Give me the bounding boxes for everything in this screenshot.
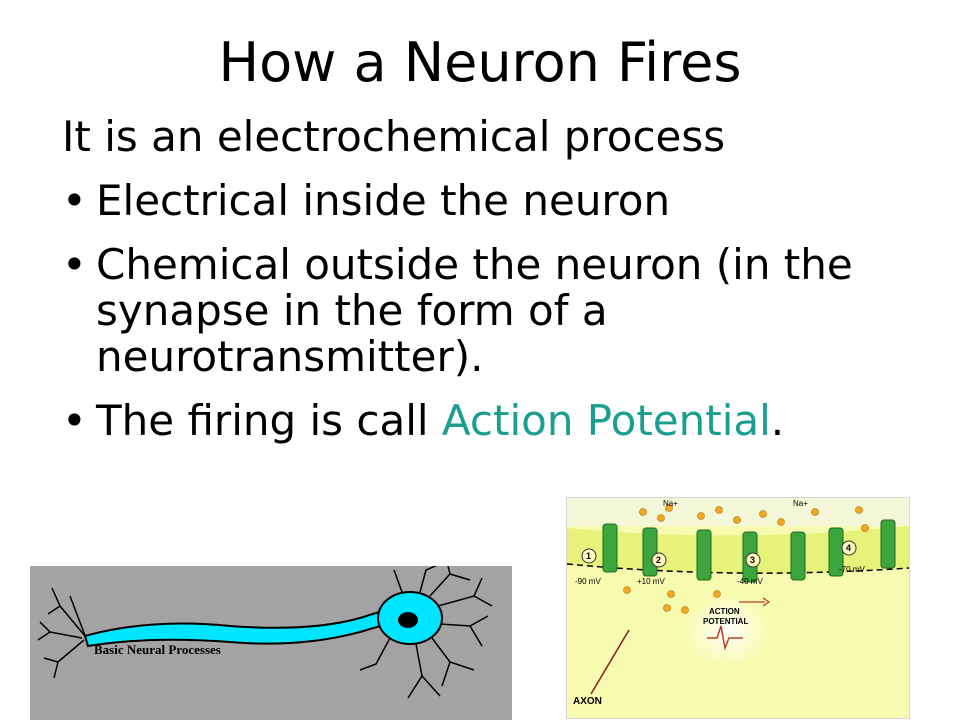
bullet-dot: • [62,240,87,289]
svg-text:Na+: Na+ [793,499,808,508]
neuron-figure: Basic Neural Processes [30,566,512,720]
bullet-list: • Electrical inside the neuron • Chemica… [62,178,922,462]
bullet-item: • Electrical inside the neuron [62,178,922,224]
bullet-dot: • [62,396,87,445]
axon-label: AXON [573,696,602,707]
bullet-item: • The firing is call Action Potential. [62,398,922,444]
bullet-text: Electrical inside the neuron [96,176,671,225]
right-dendrites [359,566,493,699]
slide-subtitle: It is an electrochemical process [62,112,726,161]
bullet-text: Chemical outside the neuron (in the syna… [96,240,853,381]
bullet-dot: • [62,176,87,225]
nucleus-shape [398,612,418,628]
action-potential-label: ACTION POTENTIAL [703,607,748,626]
svg-text:1: 1 [586,551,591,561]
action-potential-figure: 1 2 3 4 Na+ Na+ -90 mV +10 mV -40 mV -70… [566,497,910,719]
voltage-labels: Na+ Na+ -90 mV +10 mV -40 mV -70 mV [575,499,865,586]
svg-text:3: 3 [750,555,755,565]
svg-text:ACTION: ACTION [709,607,740,616]
step-markers: 1 2 3 4 [581,540,857,568]
svg-text:4: 4 [846,543,851,553]
bullet-text-post: . [770,396,785,445]
action-potential-term: Action Potential [441,396,771,445]
spike-trace [707,625,743,651]
neuron-illustration: Basic Neural Processes [37,566,493,699]
svg-text:-70 mV: -70 mV [839,565,865,574]
svg-text:2: 2 [656,555,661,565]
left-dendrites [37,587,87,679]
figure-caption: Basic Neural Processes [94,642,221,657]
axon-pointer [590,629,630,695]
bullet-item: • Chemical outside the neuron (in the sy… [62,242,922,380]
svg-text:-90 mV: -90 mV [575,577,601,586]
svg-text:+10 mV: +10 mV [637,577,665,586]
svg-text:-40 mV: -40 mV [737,577,763,586]
axon-shape [83,604,404,648]
membrane-illustration: 1 2 3 4 Na+ Na+ -90 mV +10 mV -40 mV -70… [567,498,909,718]
svg-text:POTENTIAL: POTENTIAL [703,617,748,626]
bullet-text-pre: The firing is call [96,396,442,445]
slide-title: How a Neuron Fires [218,31,742,94]
svg-text:Na+: Na+ [663,499,678,508]
action-potential-glow [685,594,769,666]
